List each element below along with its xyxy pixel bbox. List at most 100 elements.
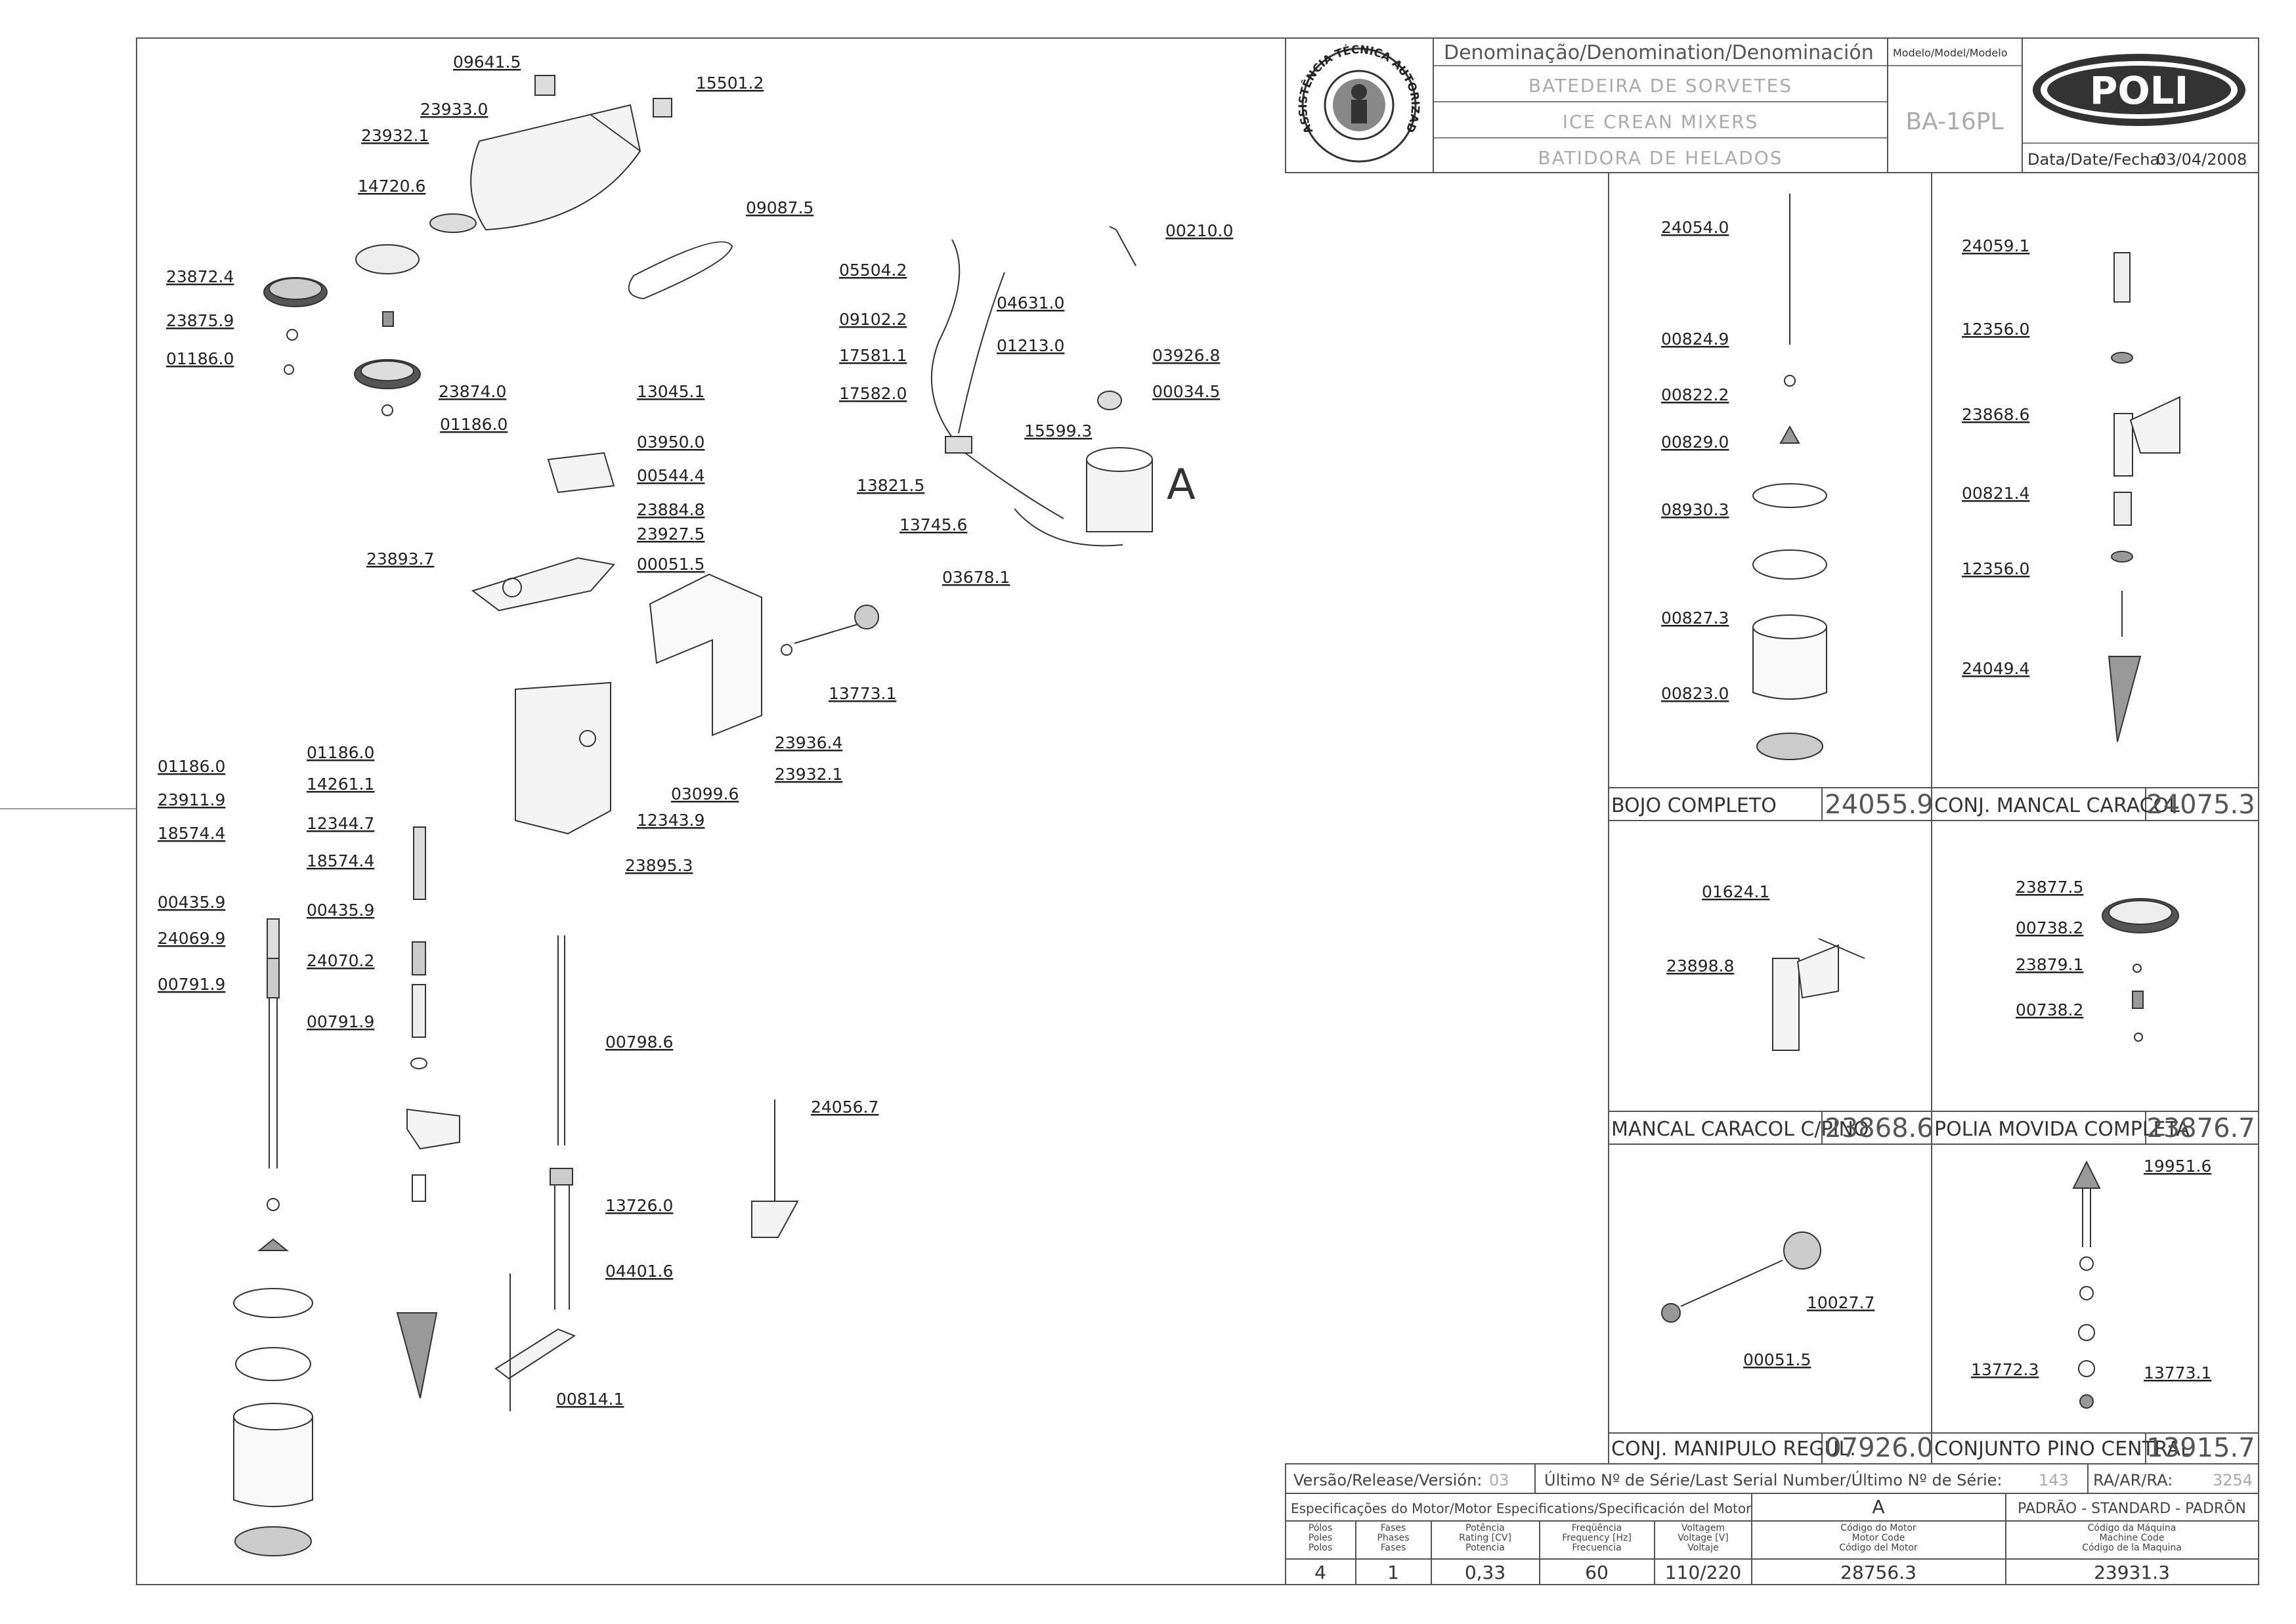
kit-name: CONJ. MANIPULO REGUL.	[1611, 1438, 1856, 1461]
motor-value-cell: 110/220	[1665, 1562, 1741, 1583]
part-label: 00791.9	[158, 975, 225, 994]
motor-header-cell: Rating [CV]	[1459, 1533, 1511, 1543]
kit-part-label: 00827.3	[1661, 609, 1729, 628]
serial-label: Último Nº de Série/Last Serial Number/Úl…	[1544, 1470, 2002, 1489]
kit-code: 24075.3	[2146, 790, 2255, 820]
kit-part-label: 00821.4	[1962, 484, 2029, 503]
part-label: 00791.9	[307, 1012, 374, 1031]
kit-name: MANCAL CARACOL C/PINO	[1611, 1118, 1869, 1141]
motor-callout-label: A	[1167, 461, 1196, 509]
motor-value-cell: 1	[1387, 1562, 1399, 1583]
kit-part-label: 24059.1	[1962, 236, 2029, 255]
motor-header-cell: Poles	[1309, 1533, 1332, 1543]
part-label: 03926.8	[1152, 346, 1220, 365]
kit-part-label: 10027.7	[1807, 1293, 1874, 1312]
part-label: 13726.0	[605, 1196, 673, 1215]
motor-spec-label: Especificações do Motor/Motor Especifica…	[1291, 1501, 1752, 1516]
motor-header-cell: Fases	[1381, 1523, 1406, 1533]
model-header: Modelo/Model/Modelo	[1893, 47, 2007, 59]
ra-value: 3254	[2213, 1471, 2253, 1489]
motor-value-cell: 23931.3	[2094, 1562, 2170, 1583]
motor-header-cell: Fases	[1381, 1543, 1406, 1553]
motor-header-cell: Pólos	[1309, 1523, 1332, 1533]
kit-part-label: 00051.5	[1743, 1350, 1811, 1369]
kit-part-label: 23877.5	[2016, 878, 2083, 897]
serial-value: 143	[2039, 1471, 2069, 1489]
kit-part-label: 01624.1	[1702, 882, 1769, 901]
part-label: 01186.0	[440, 415, 508, 434]
kit-part-label: 24049.4	[1962, 659, 2029, 678]
kit-part-label: 00822.2	[1661, 385, 1729, 404]
version-value: 03	[1489, 1471, 1509, 1489]
motor-header-cell: Código do Motor	[1840, 1523, 1917, 1533]
ra-label: RA/AR/RA:	[2093, 1471, 2173, 1489]
kit-part-label: 00738.2	[2016, 1000, 2083, 1019]
motor-spec-table: Versão/Release/Versión: 03 Último Nº de …	[1285, 1463, 2259, 1585]
motor-header-cell: Frequency [Hz]	[1562, 1533, 1632, 1543]
part-label: 01213.0	[997, 336, 1064, 355]
motor-header-cell: Voltagem	[1681, 1523, 1725, 1533]
part-label: 17581.1	[839, 346, 907, 365]
part-label: 13773.1	[829, 684, 896, 703]
part-label: 01186.0	[307, 743, 374, 762]
kit-code: 23876.7	[2146, 1113, 2255, 1143]
part-label: 03950.0	[637, 433, 704, 452]
part-label: 23927.5	[637, 524, 704, 544]
part-label: 00210.0	[1165, 221, 1233, 240]
part-label: 04631.0	[997, 293, 1064, 312]
part-label: 24069.9	[158, 929, 225, 948]
part-label: 18574.4	[307, 851, 374, 870]
exploded-view	[233, 75, 1153, 1556]
part-label: 15599.3	[1024, 421, 1092, 440]
motor-value-cell: 4	[1314, 1562, 1326, 1583]
part-label: 23884.8	[637, 500, 704, 519]
part-label: 05504.2	[839, 261, 907, 280]
denomination-header: Denominação/Denomination/Denominación	[1444, 41, 1874, 64]
motor-header-cell: Potencia	[1465, 1543, 1505, 1553]
motor-header-cell: Freqüência	[1572, 1523, 1622, 1533]
motor-value-cell: 60	[1585, 1562, 1609, 1583]
part-label: 17582.0	[839, 384, 907, 403]
date-label: Data/Date/Fecha:	[2027, 150, 2165, 169]
part-label: 15501.2	[696, 74, 764, 93]
motor-header-cell: Potência	[1465, 1523, 1505, 1533]
kit-part-label: 08930.3	[1661, 500, 1729, 519]
part-label: 23932.1	[775, 765, 842, 784]
version-label: Versão/Release/Versión:	[1293, 1471, 1482, 1489]
part-label: 00814.1	[556, 1390, 624, 1409]
part-label: 13745.6	[899, 515, 967, 534]
part-label: 23936.4	[775, 733, 842, 752]
motor-header-cell: Código da Máquina	[2088, 1523, 2177, 1533]
part-label: 23874.0	[439, 382, 506, 401]
motor-header-cell: Voltage [V]	[1678, 1533, 1728, 1543]
kit-part-label: 12356.0	[1962, 320, 2029, 339]
motor-header-cell: Machine Code	[2100, 1533, 2165, 1543]
name-pt: BATEDEIRA DE SORVETES	[1528, 75, 1792, 96]
svg-text:ASSISTÊNCIA TÉCNICA AUTORIZADA: ASSISTÊNCIA TÉCNICA AUTORIZADA	[0, 0, 1421, 136]
motor-header-cell: Código de la Maquina	[2082, 1543, 2182, 1553]
kit-part-label: 00738.2	[2016, 918, 2083, 937]
motor-value-cell: 0,33	[1465, 1562, 1505, 1583]
part-label: 24056.7	[811, 1098, 878, 1117]
part-label: 23895.3	[625, 856, 693, 875]
kit-name: CONJ. MANCAL CARACOL	[1934, 794, 2180, 817]
part-label: 14720.6	[358, 177, 425, 196]
part-label: 23875.9	[166, 311, 234, 330]
kit-code: 24055.9	[1825, 790, 1933, 820]
kit-name: CONJUNTO PINO CENTRAL	[1934, 1438, 2192, 1461]
part-label: 12344.7	[307, 814, 374, 833]
part-label: 00798.6	[605, 1033, 673, 1052]
kit-part-label: 24054.0	[1661, 218, 1729, 237]
part-label: 23911.9	[158, 790, 225, 809]
title-block: ASSISTÊNCIA TÉCNICA AUTORIZADA Denominaç…	[0, 0, 2259, 173]
part-label: 23932.1	[361, 126, 429, 145]
part-label: 03099.6	[671, 784, 739, 803]
kit-grid	[1608, 173, 2259, 1464]
part-label: 00544.4	[637, 466, 704, 485]
part-label: 13821.5	[857, 476, 924, 495]
kit-code: 13915.7	[2146, 1433, 2255, 1463]
model-value: BA-16PL	[1905, 108, 2003, 135]
part-label: 23872.4	[166, 267, 234, 286]
kit-code: 23868.6	[1825, 1113, 1933, 1143]
